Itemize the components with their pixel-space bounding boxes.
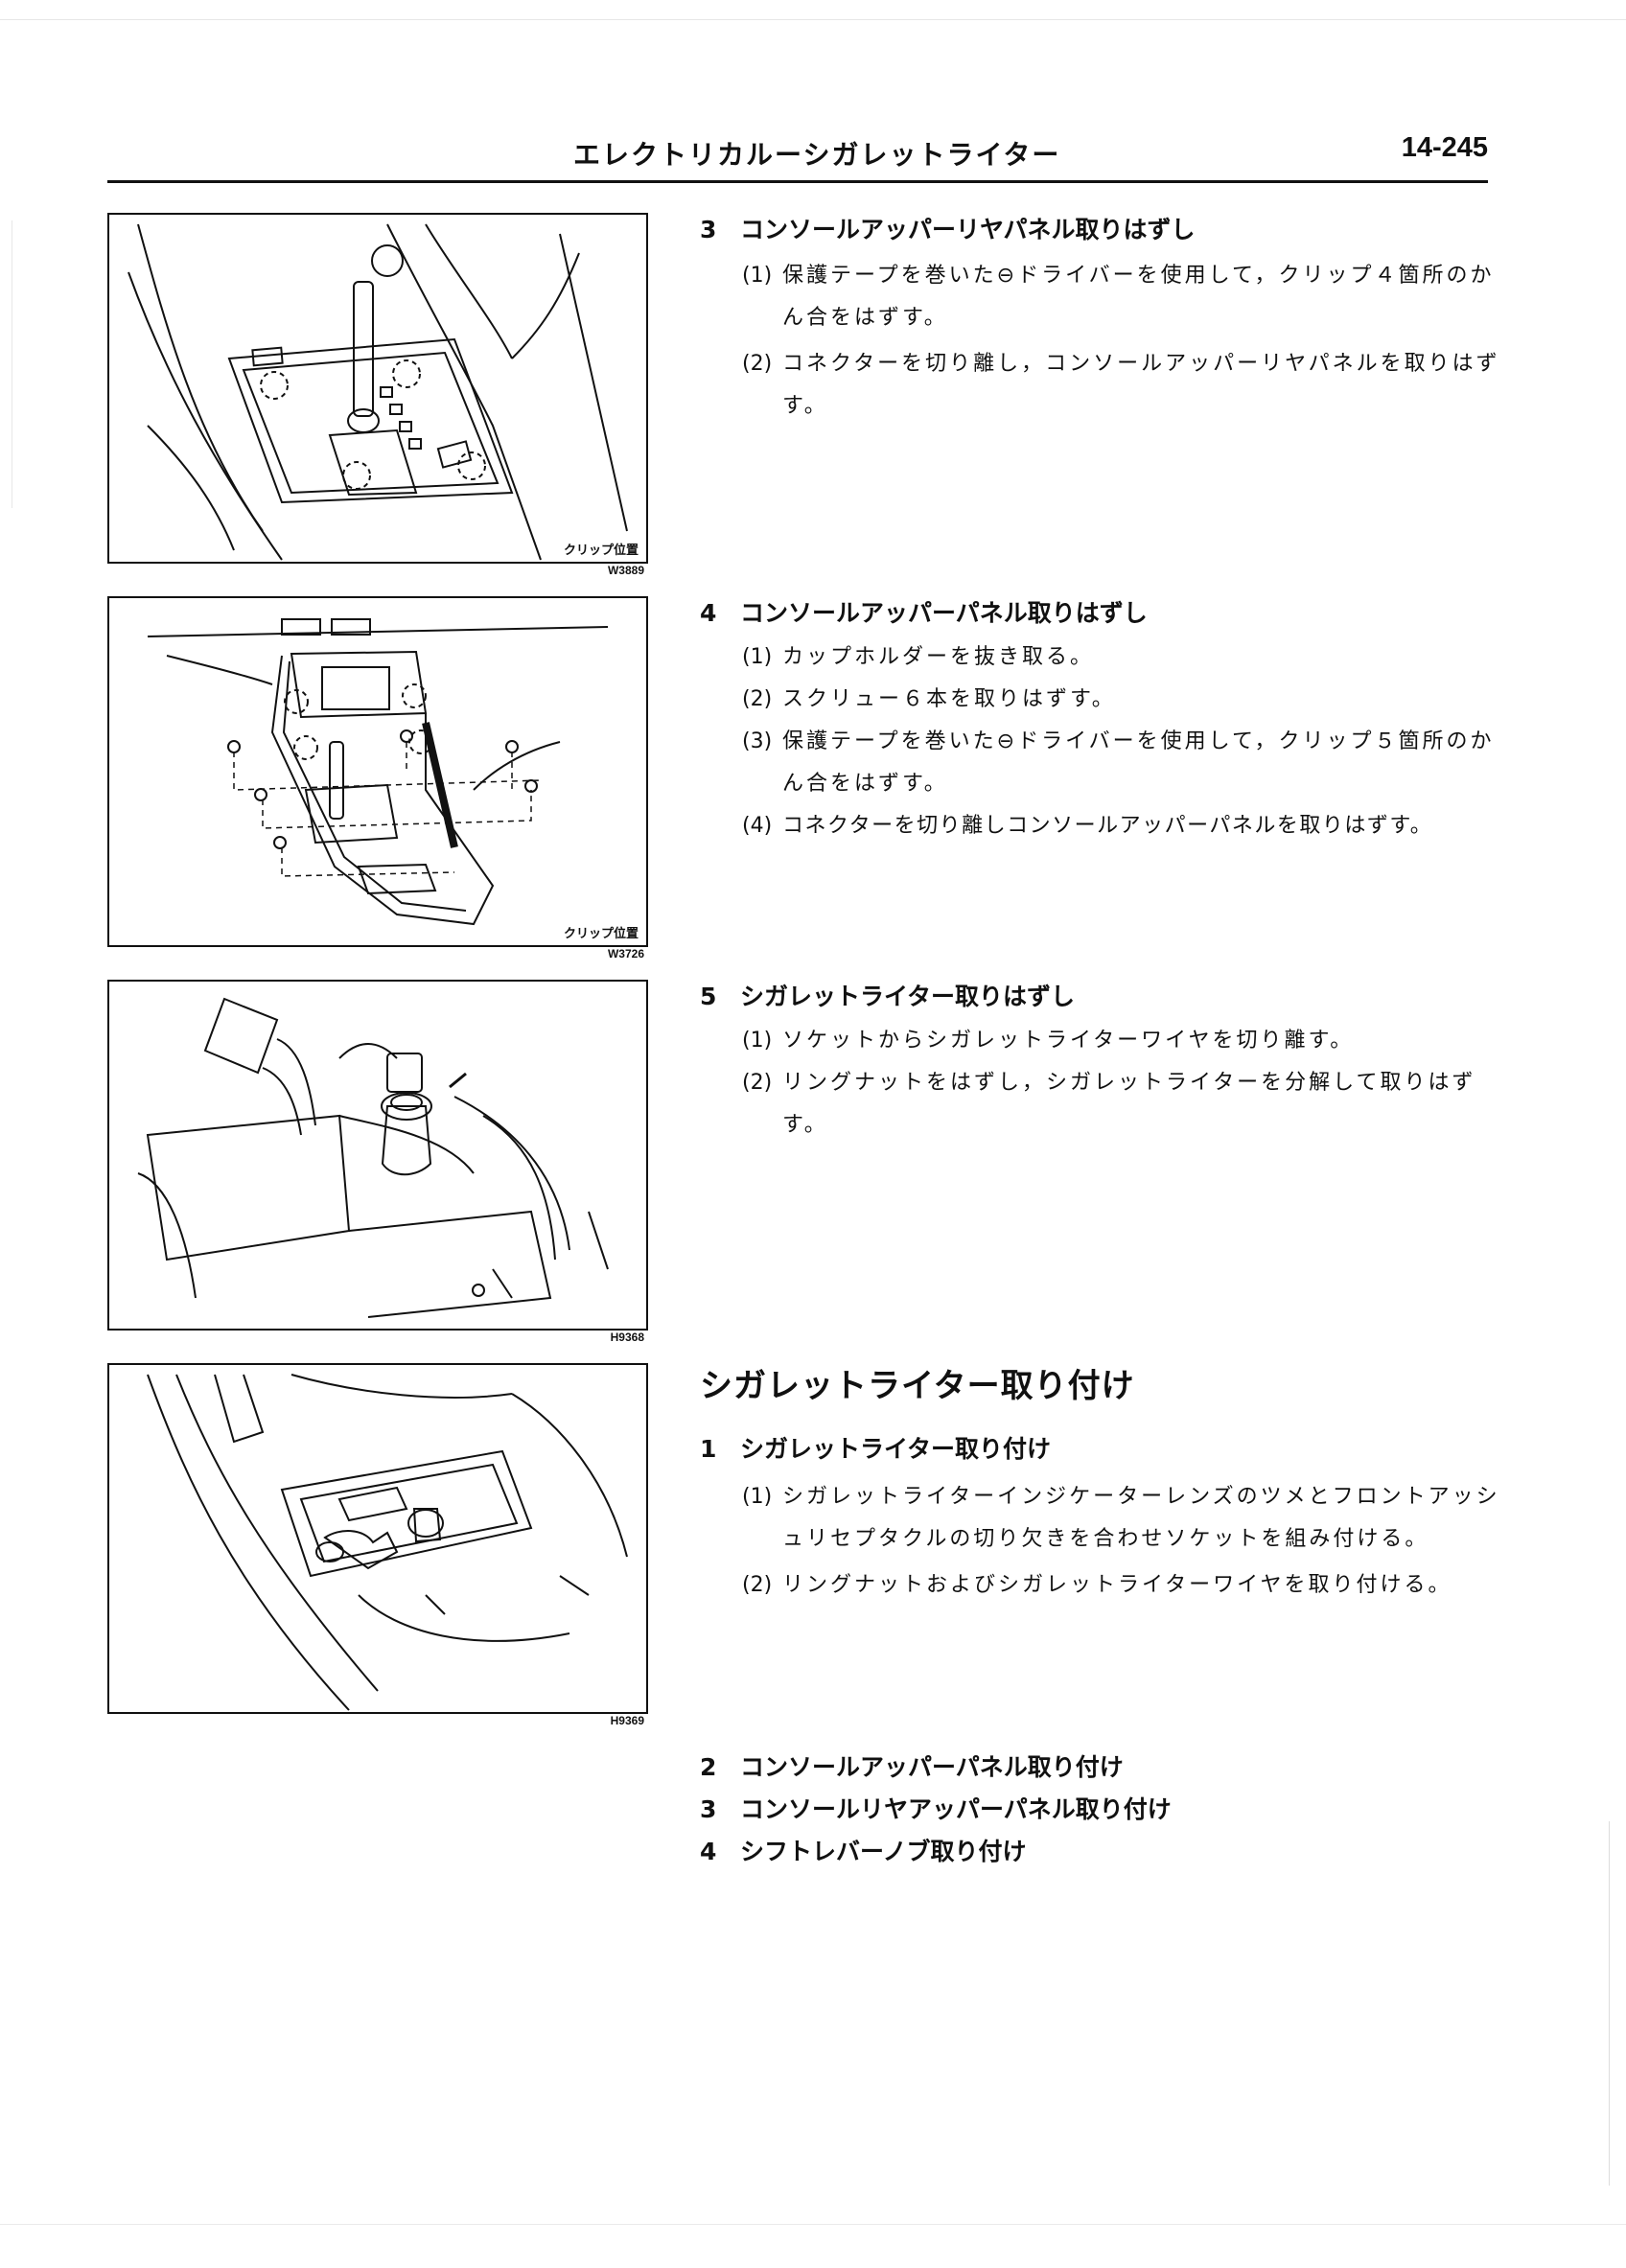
scan-noise-top: [0, 19, 1626, 20]
substep: (1)保護テープを巻いた⊖ドライバーを使用して，クリップ４箇所のかん合をはずす。: [742, 264, 1495, 330]
figure-code: H9368: [610, 1331, 644, 1344]
figure-cigarette-lighter-removal: [107, 980, 648, 1331]
substep: (1)シガレットライターインジケーターレンズのツメとフロントアッシュリセプタクル…: [742, 1485, 1500, 1551]
substep: (2)コネクターを切り離し，コンソールアッパーリヤパネルを取りはずす。: [742, 352, 1500, 418]
substep: (2)スクリュー６本を取りはずす。: [742, 687, 1116, 711]
figure-console-rear-panel: クリップ位置: [107, 213, 648, 564]
scan-noise-bottom: [0, 2224, 1626, 2225]
figure-cigarette-lighter-installation: [107, 1363, 648, 1714]
figure-code: H9369: [610, 1714, 644, 1727]
substep: (2)リングナットをはずし，シガレットライターを分解して取りはずす。: [742, 1071, 1476, 1137]
figure-code: W3889: [607, 564, 644, 577]
installation-title: シガレットライター取り付け: [700, 1367, 1135, 1405]
substep: (1)ソケットからシガレットライターワイヤを切り離す。: [742, 1029, 1355, 1053]
substep: (3)保護テープを巻いた⊖ドライバーを使用して，クリップ５箇所のかん合をはずす。: [742, 729, 1495, 796]
figure-caption: クリップ位置: [561, 540, 640, 558]
section-title: エレクトリカルーシガレットライター: [573, 139, 1061, 171]
substep: (4)コネクターを切り離しコンソールアッパーパネルを取りはずす。: [742, 814, 1433, 838]
scan-noise-right: [1609, 1821, 1610, 2186]
substep: (1)カップホルダーを抜き取る。: [742, 645, 1095, 669]
substep: (2)リングナットおよびシガレットライターワイヤを取り付ける。: [742, 1573, 1452, 1597]
figure-console-upper-panel: クリップ位置: [107, 596, 648, 947]
figure-caption: クリップ位置: [561, 923, 640, 941]
page-header: エレクトリカルーシガレットライター 14-245: [107, 132, 1488, 183]
figure-code: W3726: [607, 947, 644, 960]
page-number: 14-245: [1401, 132, 1488, 163]
